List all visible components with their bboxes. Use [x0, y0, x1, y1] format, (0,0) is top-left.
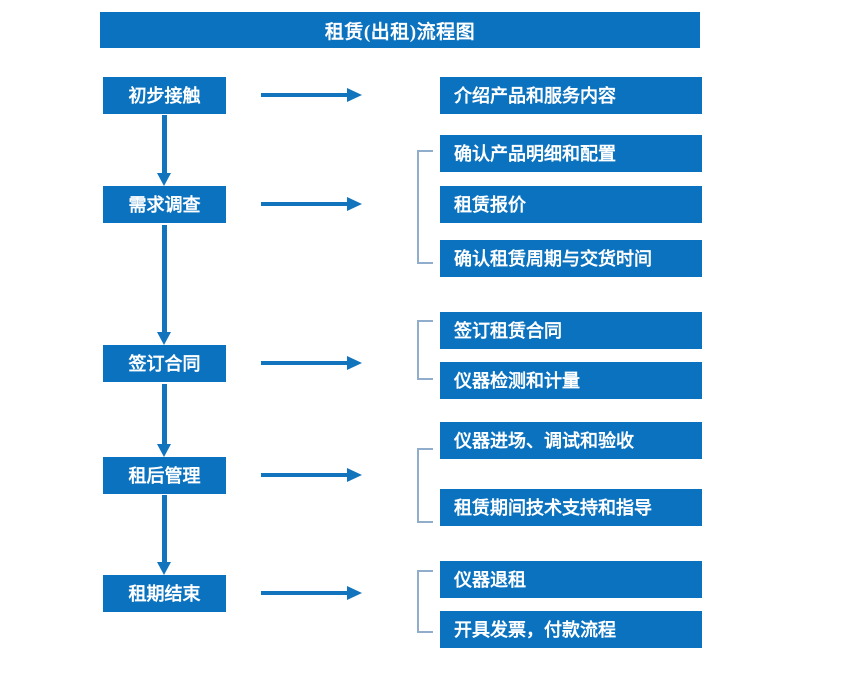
- vertical-arrow-4: [157, 495, 171, 575]
- arrow-shaft: [261, 93, 347, 97]
- arrow-head-down-icon: [157, 332, 171, 345]
- group-bracket-租期结束: [417, 570, 433, 633]
- stage-box-租期结束[interactable]: 租期结束: [103, 575, 226, 612]
- detail-box-仪器检测和计量[interactable]: 仪器检测和计量: [440, 362, 702, 399]
- arrow-shaft: [162, 225, 167, 332]
- horizontal-arrow-1: [261, 88, 362, 102]
- bracket-stub-top: [417, 320, 433, 322]
- detail-box-租赁期间技术支持和指导[interactable]: 租赁期间技术支持和指导: [440, 489, 702, 526]
- arrow-shaft: [261, 202, 347, 206]
- bracket-spine: [417, 570, 419, 633]
- vertical-arrow-3: [157, 384, 171, 457]
- group-bracket-需求调查: [417, 150, 433, 264]
- bracket-stub-bottom: [417, 378, 433, 380]
- arrow-head-right-icon: [347, 356, 362, 370]
- stage-box-初步接触[interactable]: 初步接触: [103, 77, 226, 114]
- bracket-stub-bottom: [417, 262, 433, 264]
- bracket-stub-top: [417, 448, 433, 450]
- arrow-head-right-icon: [347, 468, 362, 482]
- arrow-head-down-icon: [157, 562, 171, 575]
- vertical-arrow-2: [157, 225, 171, 345]
- arrow-head-down-icon: [157, 444, 171, 457]
- bracket-spine: [417, 150, 419, 264]
- group-bracket-租后管理: [417, 448, 433, 523]
- stage-box-租后管理[interactable]: 租后管理: [103, 457, 226, 494]
- detail-box-确认租赁周期与交货时间[interactable]: 确认租赁周期与交货时间: [440, 240, 702, 277]
- detail-box-仪器进场调试和验收[interactable]: 仪器进场、调试和验收: [440, 422, 702, 459]
- bracket-stub-top: [417, 570, 433, 572]
- horizontal-arrow-2: [261, 197, 362, 211]
- detail-box-开具发票付款流程[interactable]: 开具发票，付款流程: [440, 611, 702, 648]
- detail-box-租赁报价[interactable]: 租赁报价: [440, 186, 702, 223]
- horizontal-arrow-5: [261, 586, 362, 600]
- group-bracket-签订合同: [417, 320, 433, 380]
- horizontal-arrow-4: [261, 468, 362, 482]
- bracket-stub-top: [417, 150, 433, 152]
- bracket-stub-bottom: [417, 521, 433, 523]
- arrow-head-right-icon: [347, 88, 362, 102]
- detail-box-签订租赁合同[interactable]: 签订租赁合同: [440, 312, 702, 349]
- detail-box-确认产品明细和配置[interactable]: 确认产品明细和配置: [440, 135, 702, 172]
- page-title: 租赁(出租)流程图: [100, 12, 700, 48]
- bracket-spine: [417, 448, 419, 523]
- bracket-spine: [417, 320, 419, 380]
- arrow-shaft: [162, 495, 167, 562]
- arrow-shaft: [261, 591, 347, 595]
- arrow-shaft: [261, 361, 347, 365]
- arrow-shaft: [162, 115, 167, 173]
- bracket-stub-bottom: [417, 631, 433, 633]
- arrow-head-down-icon: [157, 173, 171, 186]
- arrow-head-right-icon: [347, 197, 362, 211]
- arrow-shaft: [261, 473, 347, 477]
- detail-box-介绍产品和服务内容[interactable]: 介绍产品和服务内容: [440, 77, 702, 114]
- arrow-shaft: [162, 384, 167, 444]
- stage-box-签订合同[interactable]: 签订合同: [103, 345, 226, 382]
- stage-box-需求调查[interactable]: 需求调查: [103, 186, 226, 223]
- arrow-head-right-icon: [347, 586, 362, 600]
- horizontal-arrow-3: [261, 356, 362, 370]
- vertical-arrow-1: [157, 115, 171, 186]
- detail-box-仪器退租[interactable]: 仪器退租: [440, 561, 702, 598]
